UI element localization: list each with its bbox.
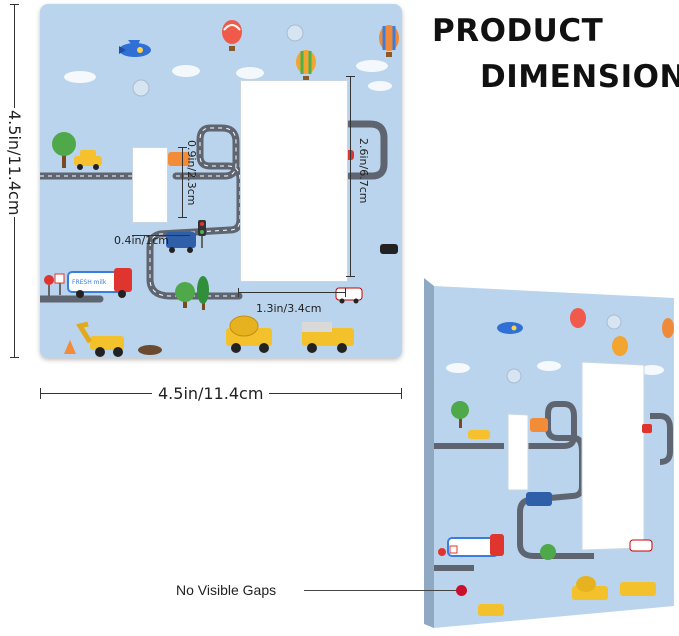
traffic-sign-icon	[44, 273, 65, 297]
taxi-icon	[468, 430, 490, 439]
no-visible-gaps-label: No Visible Gaps	[176, 582, 277, 598]
cone-icon	[64, 340, 76, 354]
plate-illustration: FRESH milk	[40, 20, 399, 357]
callout-line	[304, 590, 456, 591]
tree-icon	[175, 282, 195, 308]
milk-truck-icon	[447, 534, 504, 557]
rocker-width-tick	[345, 288, 346, 297]
airplane-icon	[119, 40, 151, 57]
truck-label: FRESH milk	[72, 279, 107, 286]
tree-icon	[197, 276, 209, 310]
perspective-illustration	[424, 278, 674, 628]
tree-icon	[52, 132, 76, 168]
rocker-width-line	[238, 292, 346, 293]
traffic-light-icon	[198, 220, 206, 248]
rocker-width-tick	[238, 288, 239, 297]
title-line-2: DIMENSIONS	[480, 59, 679, 95]
rocker-width-label: 1.3in/3.4cm	[256, 302, 322, 315]
plate-height-label: 4.5in/11.4cm	[5, 108, 24, 218]
balloon-icon	[379, 25, 399, 57]
balloon-icon	[662, 318, 674, 338]
car-icon	[380, 244, 398, 254]
balloon-icon	[222, 20, 242, 51]
plate-width-label: 4.5in/11.4cm	[152, 384, 270, 403]
balloon-icon	[570, 308, 586, 328]
tree-icon	[451, 401, 469, 428]
toggle-height-line	[182, 147, 183, 217]
truck-icon	[166, 232, 196, 253]
ambulance-icon	[335, 287, 363, 304]
airplane-icon	[497, 322, 523, 334]
rocker-opening-perspective	[581, 361, 645, 551]
traffic-sign-icon	[438, 545, 458, 556]
wall-plate-perspective	[424, 276, 674, 632]
rocker-height-line	[350, 76, 351, 276]
rocker-height-label: 2.6in/6.7cm	[357, 138, 370, 204]
toggle-opening-perspective	[507, 413, 529, 491]
balloon-icon	[296, 50, 316, 81]
balloon-icon	[612, 336, 628, 356]
bus-icon	[530, 418, 548, 432]
rocker-height-tick	[346, 276, 355, 277]
cement-mixer-icon	[572, 576, 608, 600]
dump-truck-icon	[620, 582, 656, 596]
bus-icon	[168, 152, 190, 166]
toggle-width-label: 0.4in/1cm	[114, 234, 169, 247]
ambulance-icon	[629, 539, 653, 552]
dump-truck-icon	[302, 322, 354, 353]
title-line-1: PRODUCT	[432, 13, 604, 49]
cement-mixer-icon	[226, 315, 272, 353]
truck-icon	[526, 492, 552, 506]
toggle-opening	[132, 147, 168, 223]
tree-icon	[540, 544, 556, 560]
toggle-height-tick	[178, 147, 187, 148]
taxi-icon	[74, 150, 102, 170]
toggle-height-label: 0.9in/2.3cm	[185, 140, 198, 206]
wall-plate-front: FRESH milk	[40, 4, 402, 358]
car-icon	[642, 424, 652, 433]
rocker-height-tick	[346, 76, 355, 77]
excavator-icon	[478, 604, 504, 616]
rocker-opening	[240, 80, 348, 282]
milk-truck-icon: FRESH milk	[67, 268, 132, 298]
callout-dot	[456, 585, 467, 596]
toggle-height-tick	[178, 217, 187, 218]
excavator-icon	[76, 321, 124, 357]
toggle-width-line	[132, 235, 190, 236]
